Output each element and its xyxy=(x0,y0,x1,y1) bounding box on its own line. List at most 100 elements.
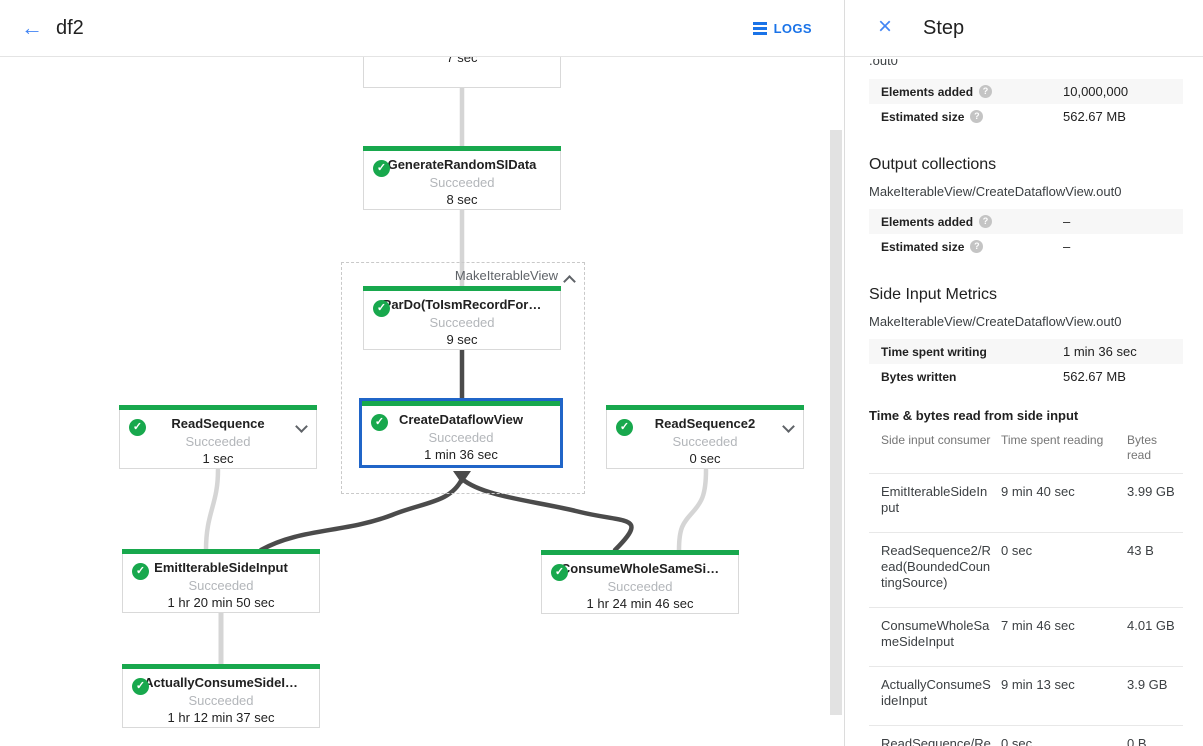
node-title: ActuallyConsumeSideI… xyxy=(144,675,298,690)
node-status-bar xyxy=(119,405,317,410)
cell-time: 9 min 40 sec xyxy=(1001,484,1075,499)
side-input-table-heading: Time & bytes read from side input xyxy=(869,408,1079,423)
node-status: Succeeded xyxy=(672,434,738,449)
cell-bytes: 43 B xyxy=(1127,543,1154,558)
graph-node-consumewholesamesideinput[interactable]: ✓ ConsumeWholeSameSi… Succeeded 1 hr 24 … xyxy=(541,550,739,614)
logs-button[interactable]: LOGS xyxy=(752,0,812,57)
expand-node-icon[interactable] xyxy=(297,422,305,430)
success-check-icon: ✓ xyxy=(129,419,146,436)
success-check-icon: ✓ xyxy=(616,419,633,436)
help-icon[interactable]: ? xyxy=(979,85,993,98)
table-row: ActuallyConsumeSideInput 9 min 13 sec 3.… xyxy=(869,666,1183,725)
metric-label: Bytes written xyxy=(881,369,957,384)
node-duration: 8 sec xyxy=(446,192,478,207)
table-header-row: Side input consumer Time spent reading B… xyxy=(869,425,1183,473)
column-header: Side input consumer xyxy=(881,433,991,447)
help-icon[interactable]: ? xyxy=(970,240,984,253)
cell-bytes: 3.99 GB xyxy=(1127,484,1175,499)
metric-value: 10,000,000 xyxy=(1063,84,1129,99)
cell-time: 9 min 13 sec xyxy=(1001,677,1075,692)
side-input-consumers-table: Side input consumer Time spent reading B… xyxy=(869,425,1183,746)
table-row: EmitIterableSideInput 9 min 40 sec 3.99 … xyxy=(869,473,1183,532)
metric-label: Time spent writing xyxy=(881,344,987,359)
cell-bytes: 0 B xyxy=(1127,736,1147,746)
node-status-bar xyxy=(122,549,320,554)
metric-label: Estimated size xyxy=(881,109,965,124)
node-status: Succeeded xyxy=(428,430,494,445)
metric-value: – xyxy=(1063,239,1071,254)
node-title: EmitIterableSideInput xyxy=(154,560,288,575)
node-title: ReadSequence2 xyxy=(654,416,756,431)
cell-time: 7 min 46 sec xyxy=(1001,618,1075,633)
graph-node-readsequence[interactable]: ✓ ReadSequence Succeeded 1 sec xyxy=(119,405,317,469)
node-duration: 1 hr 24 min 46 sec xyxy=(586,596,694,611)
node-duration: 1 hr 12 min 37 sec xyxy=(167,710,275,725)
expand-node-icon[interactable] xyxy=(784,422,792,430)
graph-node-generaterandomsidata[interactable]: ✓ GenerateRandomSIData Succeeded 8 sec xyxy=(363,146,561,210)
logs-list-icon xyxy=(752,22,767,35)
metric-value: 1 min 36 sec xyxy=(1063,344,1137,359)
canvas-vertical-scrollbar[interactable] xyxy=(830,130,842,715)
side-input-metrics-heading: Side Input Metrics xyxy=(869,286,998,303)
node-title: ParDo(ToIsmRecordFor… xyxy=(382,297,542,312)
output-collection-name: MakeIterableView/CreateDataflowView.out0 xyxy=(869,184,1122,199)
help-icon[interactable]: ? xyxy=(979,215,993,228)
help-icon[interactable]: ? xyxy=(970,110,984,123)
table-row: ReadSequence2/Read(BoundedCountingSource… xyxy=(869,532,1183,607)
node-status: Succeeded xyxy=(185,434,251,449)
metric-row: Estimated size? – xyxy=(869,234,1183,259)
success-check-icon: ✓ xyxy=(373,160,390,177)
node-duration: 1 min 36 sec xyxy=(424,447,498,462)
graph-edges xyxy=(203,85,709,669)
input-collection-metrics: Elements added? 10,000,000 Estimated siz… xyxy=(869,79,1183,129)
close-icon[interactable]: × xyxy=(877,13,892,40)
cell-consumer: ActuallyConsumeSideInput xyxy=(881,677,991,708)
node-status-bar xyxy=(541,550,739,555)
metric-row: Elements added? – xyxy=(869,209,1183,234)
node-status-bar xyxy=(122,664,320,669)
graph-node-readsequence2[interactable]: ✓ ReadSequence2 Succeeded 0 sec xyxy=(606,405,804,469)
node-duration: 1 hr 20 min 50 sec xyxy=(167,595,275,610)
back-arrow-icon[interactable]: ← xyxy=(21,15,43,40)
metric-value: 562.67 MB xyxy=(1063,369,1126,384)
step-details-panel: × Step .out0 Elements added? 10,000,000 … xyxy=(844,0,1203,746)
cell-time: 0 sec xyxy=(1001,543,1033,558)
output-collection-metrics: Elements added? – Estimated size? – xyxy=(869,209,1183,259)
node-status: Succeeded xyxy=(188,578,254,593)
metric-value: – xyxy=(1063,214,1071,229)
metric-row: Time spent writing 1 min 36 sec xyxy=(869,339,1183,364)
success-check-icon: ✓ xyxy=(371,414,388,431)
graph-node-actuallyconsumesideinput[interactable]: ✓ ActuallyConsumeSideI… Succeeded 1 hr 1… xyxy=(122,664,320,728)
metric-row: Estimated size? 562.67 MB xyxy=(869,104,1183,129)
column-header: Time spent reading xyxy=(1001,433,1104,447)
top-app-bar: ← df2 LOGS xyxy=(0,0,844,57)
cell-consumer: ReadSequence/Read(BoundedCountingSource) xyxy=(881,736,991,746)
cell-consumer: ConsumeWholeSameSideInput xyxy=(881,618,990,649)
node-duration: 9 sec xyxy=(446,332,478,347)
node-title: GenerateRandomSIData xyxy=(387,157,537,172)
graph-node-emititerablesideinput[interactable]: ✓ EmitIterableSideInput Succeeded 1 hr 2… xyxy=(122,549,320,613)
cell-bytes: 4.01 GB xyxy=(1127,618,1175,633)
metric-value: 562.67 MB xyxy=(1063,109,1126,124)
table-row: ConsumeWholeSameSideInput 7 min 46 sec 4… xyxy=(869,607,1183,666)
step-panel-header: × Step xyxy=(845,0,1203,57)
cell-consumer: ReadSequence2/Read(BoundedCountingSource… xyxy=(881,543,991,590)
table-row: ReadSequence/Read(BoundedCountingSource)… xyxy=(869,725,1183,746)
job-graph-canvas[interactable]: MakeIterableView ✓ Succeeded 7 sec ✓ Gen… xyxy=(0,0,844,746)
step-panel-title: Step xyxy=(923,16,965,39)
node-title: ReadSequence xyxy=(171,416,265,431)
transform-group-makeiterableview: MakeIterableView xyxy=(341,262,585,494)
graph-node-createdataflowview[interactable]: ✓ CreateDataflowView Succeeded 1 min 36 … xyxy=(359,398,563,468)
node-status: Succeeded xyxy=(188,693,254,708)
metric-row: Bytes written 562.67 MB xyxy=(869,364,1183,389)
group-label: MakeIterableView xyxy=(454,268,558,283)
job-title: df2 xyxy=(56,16,84,39)
success-check-icon: ✓ xyxy=(373,300,390,317)
node-status: Succeeded xyxy=(607,579,673,594)
cell-consumer: EmitIterableSideInput xyxy=(881,484,988,515)
node-duration: 1 sec xyxy=(202,451,234,466)
collapse-group-icon[interactable] xyxy=(565,275,574,284)
side-input-collection-name: MakeIterableView/CreateDataflowView.out0 xyxy=(869,314,1122,329)
graph-node-pardo-toismrecord[interactable]: ✓ ParDo(ToIsmRecordFor… Succeeded 9 sec xyxy=(363,286,561,350)
